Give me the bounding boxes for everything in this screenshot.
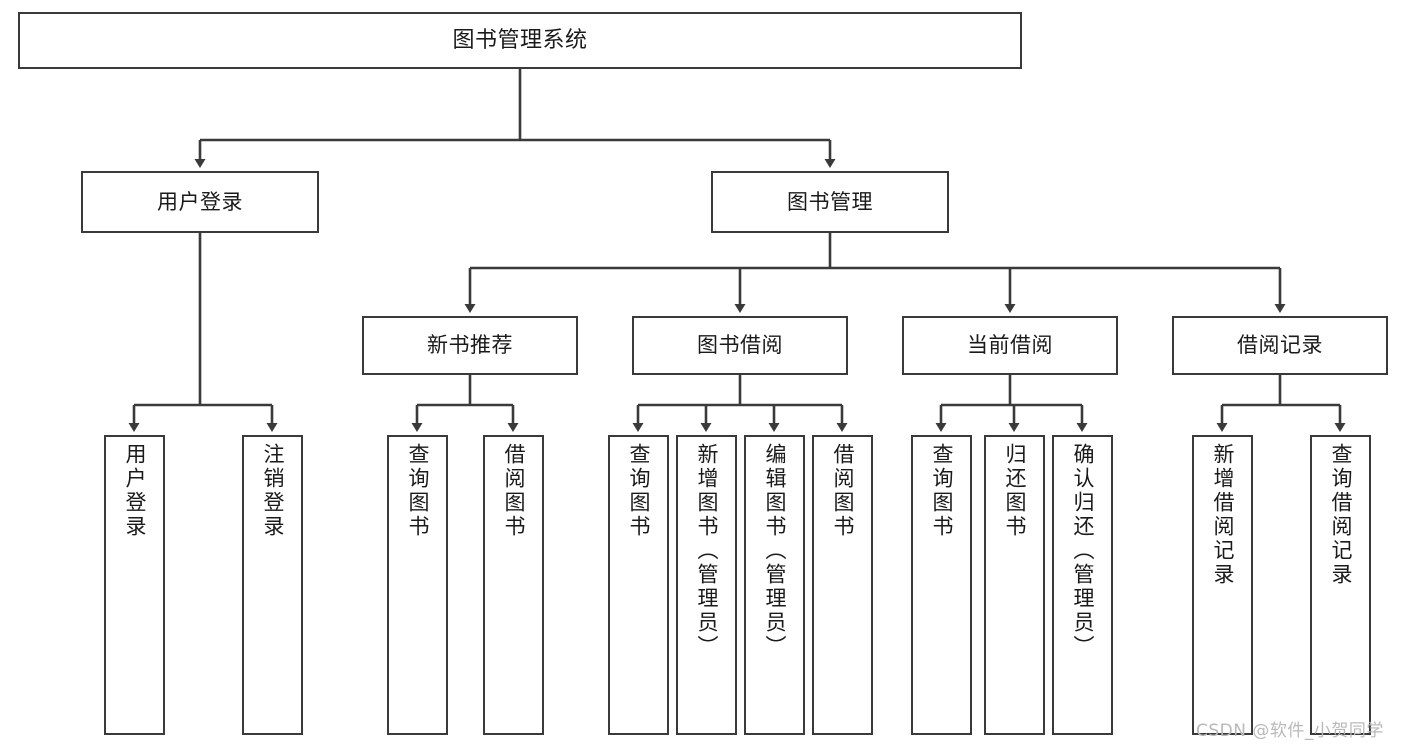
node-label: 当前借阅 <box>967 333 1053 358</box>
leaf-confirm-return-admin[interactable]: 确认归还（管理员） <box>1052 435 1113 735</box>
node-label: 查询图书 <box>627 443 651 539</box>
node-user-login[interactable]: 用户登录 <box>81 171 319 233</box>
node-label: 新书推荐 <box>427 333 513 358</box>
leaf-query-book-borrow[interactable]: 查询图书 <box>608 435 669 735</box>
node-label: 查询图书 <box>406 443 430 539</box>
node-label: 新增借阅记录 <box>1211 443 1235 587</box>
leaf-borrow-book[interactable]: 借阅图书 <box>812 435 873 735</box>
leaf-query-borrow-record[interactable]: 查询借阅记录 <box>1310 435 1371 735</box>
leaf-return-book[interactable]: 归还图书 <box>984 435 1045 735</box>
node-current-borrow[interactable]: 当前借阅 <box>902 316 1118 375</box>
leaf-edit-book-admin[interactable]: 编辑图书（管理员） <box>744 435 805 735</box>
node-label: 查询借阅记录 <box>1329 443 1353 587</box>
node-label: 注销登录 <box>261 443 285 539</box>
node-label: 确认归还（管理员） <box>1071 443 1095 659</box>
node-borrow-record[interactable]: 借阅记录 <box>1172 316 1388 375</box>
node-label: 借阅图书 <box>831 443 855 539</box>
leaf-borrow-book-new[interactable]: 借阅图书 <box>483 435 544 735</box>
node-label: 查询图书 <box>930 443 954 539</box>
leaf-add-borrow-record[interactable]: 新增借阅记录 <box>1192 435 1253 735</box>
node-label: 用户登录 <box>157 189 243 214</box>
leaf-query-book-current[interactable]: 查询图书 <box>911 435 972 735</box>
node-book-borrow[interactable]: 图书借阅 <box>632 316 848 375</box>
node-root-system[interactable]: 图书管理系统 <box>18 12 1022 69</box>
node-label: 借阅图书 <box>502 443 526 539</box>
node-label: 图书借阅 <box>697 333 783 358</box>
node-new-book-recommend[interactable]: 新书推荐 <box>362 316 578 375</box>
node-label: 借阅记录 <box>1237 333 1323 358</box>
node-label: 用户登录 <box>123 443 147 539</box>
node-label: 归还图书 <box>1003 443 1027 539</box>
node-label: 编辑图书（管理员） <box>763 443 787 659</box>
csdn-watermark: CSDN @软件_小贺同学 <box>1196 721 1384 741</box>
leaf-logout[interactable]: 注销登录 <box>242 435 303 735</box>
leaf-user-login[interactable]: 用户登录 <box>104 435 165 735</box>
leaf-query-book-new[interactable]: 查询图书 <box>387 435 448 735</box>
node-label: 新增图书（管理员） <box>695 443 719 659</box>
leaf-add-book-admin[interactable]: 新增图书（管理员） <box>676 435 737 735</box>
node-label: 图书管理系统 <box>452 27 588 53</box>
node-book-management[interactable]: 图书管理 <box>711 171 949 233</box>
node-label: 图书管理 <box>787 189 873 214</box>
